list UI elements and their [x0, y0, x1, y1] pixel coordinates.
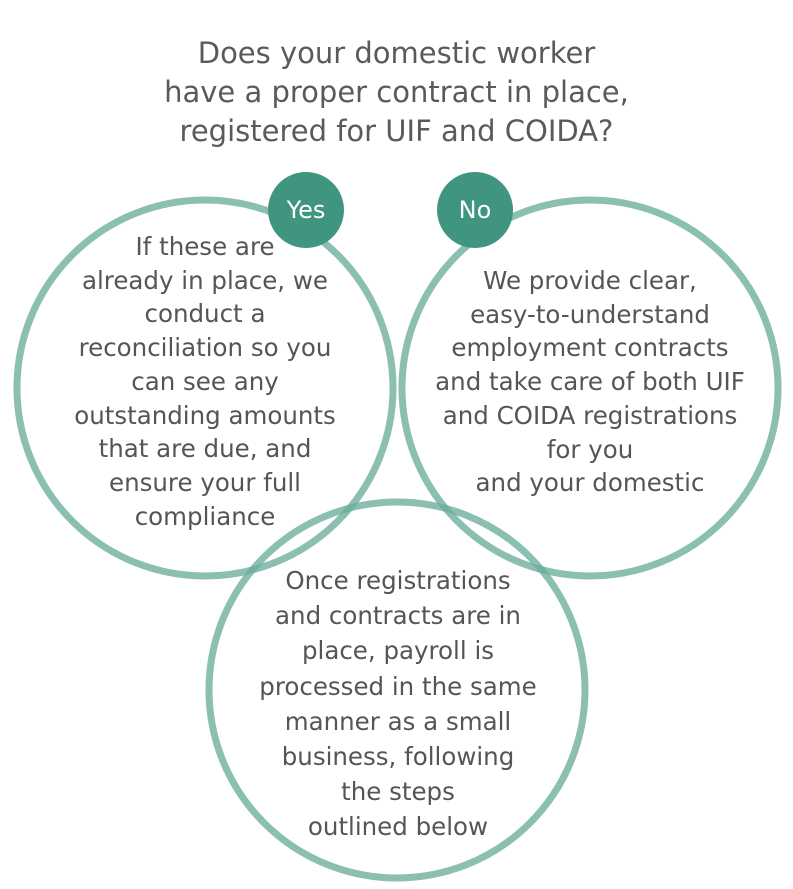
yes-line: ensure your full [109, 467, 301, 497]
yes-badge-label: Yes [286, 196, 326, 224]
yes-line: conduct a [144, 299, 266, 329]
no-line: easy-to-understand [470, 299, 710, 329]
outcome-text: Once registrations and contracts are in … [218, 563, 578, 845]
no-line: employment contracts [451, 333, 729, 363]
no-badge-label: No [458, 196, 492, 224]
title-line-2: have a proper contract in place, [164, 75, 629, 109]
no-badge: No [437, 172, 513, 248]
no-line: and take care of both UIF [435, 367, 745, 397]
outcome-line: the steps [341, 777, 455, 807]
no-text: We provide clear, easy-to-understand emp… [410, 264, 770, 500]
outcome-line: Once registrations [285, 566, 511, 595]
yes-line: already in place, we [81, 265, 328, 295]
outcome-line: manner as a small [284, 706, 512, 736]
no-line: We provide clear, [483, 266, 697, 295]
no-line: and your domestic [475, 468, 705, 498]
yes-line: If these are [135, 232, 275, 261]
yes-line: outstanding amounts [74, 400, 336, 430]
yes-line: that are due, and [98, 434, 312, 464]
yes-line: can see any [131, 366, 279, 396]
no-circle [398, 196, 782, 580]
outcome-line: place, payroll is [301, 636, 495, 666]
yes-line: compliance [134, 501, 276, 531]
outcome-circle [205, 498, 589, 882]
title-line-3: registered for UIF and COIDA? [179, 114, 614, 148]
yes-text: If these are already in place, we conduc… [25, 230, 385, 533]
diagram-title: Does your domestic worker have a proper … [0, 34, 793, 151]
yes-badge: Yes [268, 172, 344, 248]
outcome-line: and contracts are in [275, 601, 521, 631]
yes-line: reconciliation so you [78, 333, 332, 363]
no-line: for you [546, 434, 634, 464]
outcome-line: business, following [281, 742, 515, 772]
outcome-line: outlined below [307, 812, 489, 842]
title-line-1: Does your domestic worker [197, 36, 596, 70]
no-line: and COIDA registrations [442, 400, 738, 430]
outcome-line: processed in the same [259, 671, 537, 701]
yes-circle [13, 196, 397, 580]
